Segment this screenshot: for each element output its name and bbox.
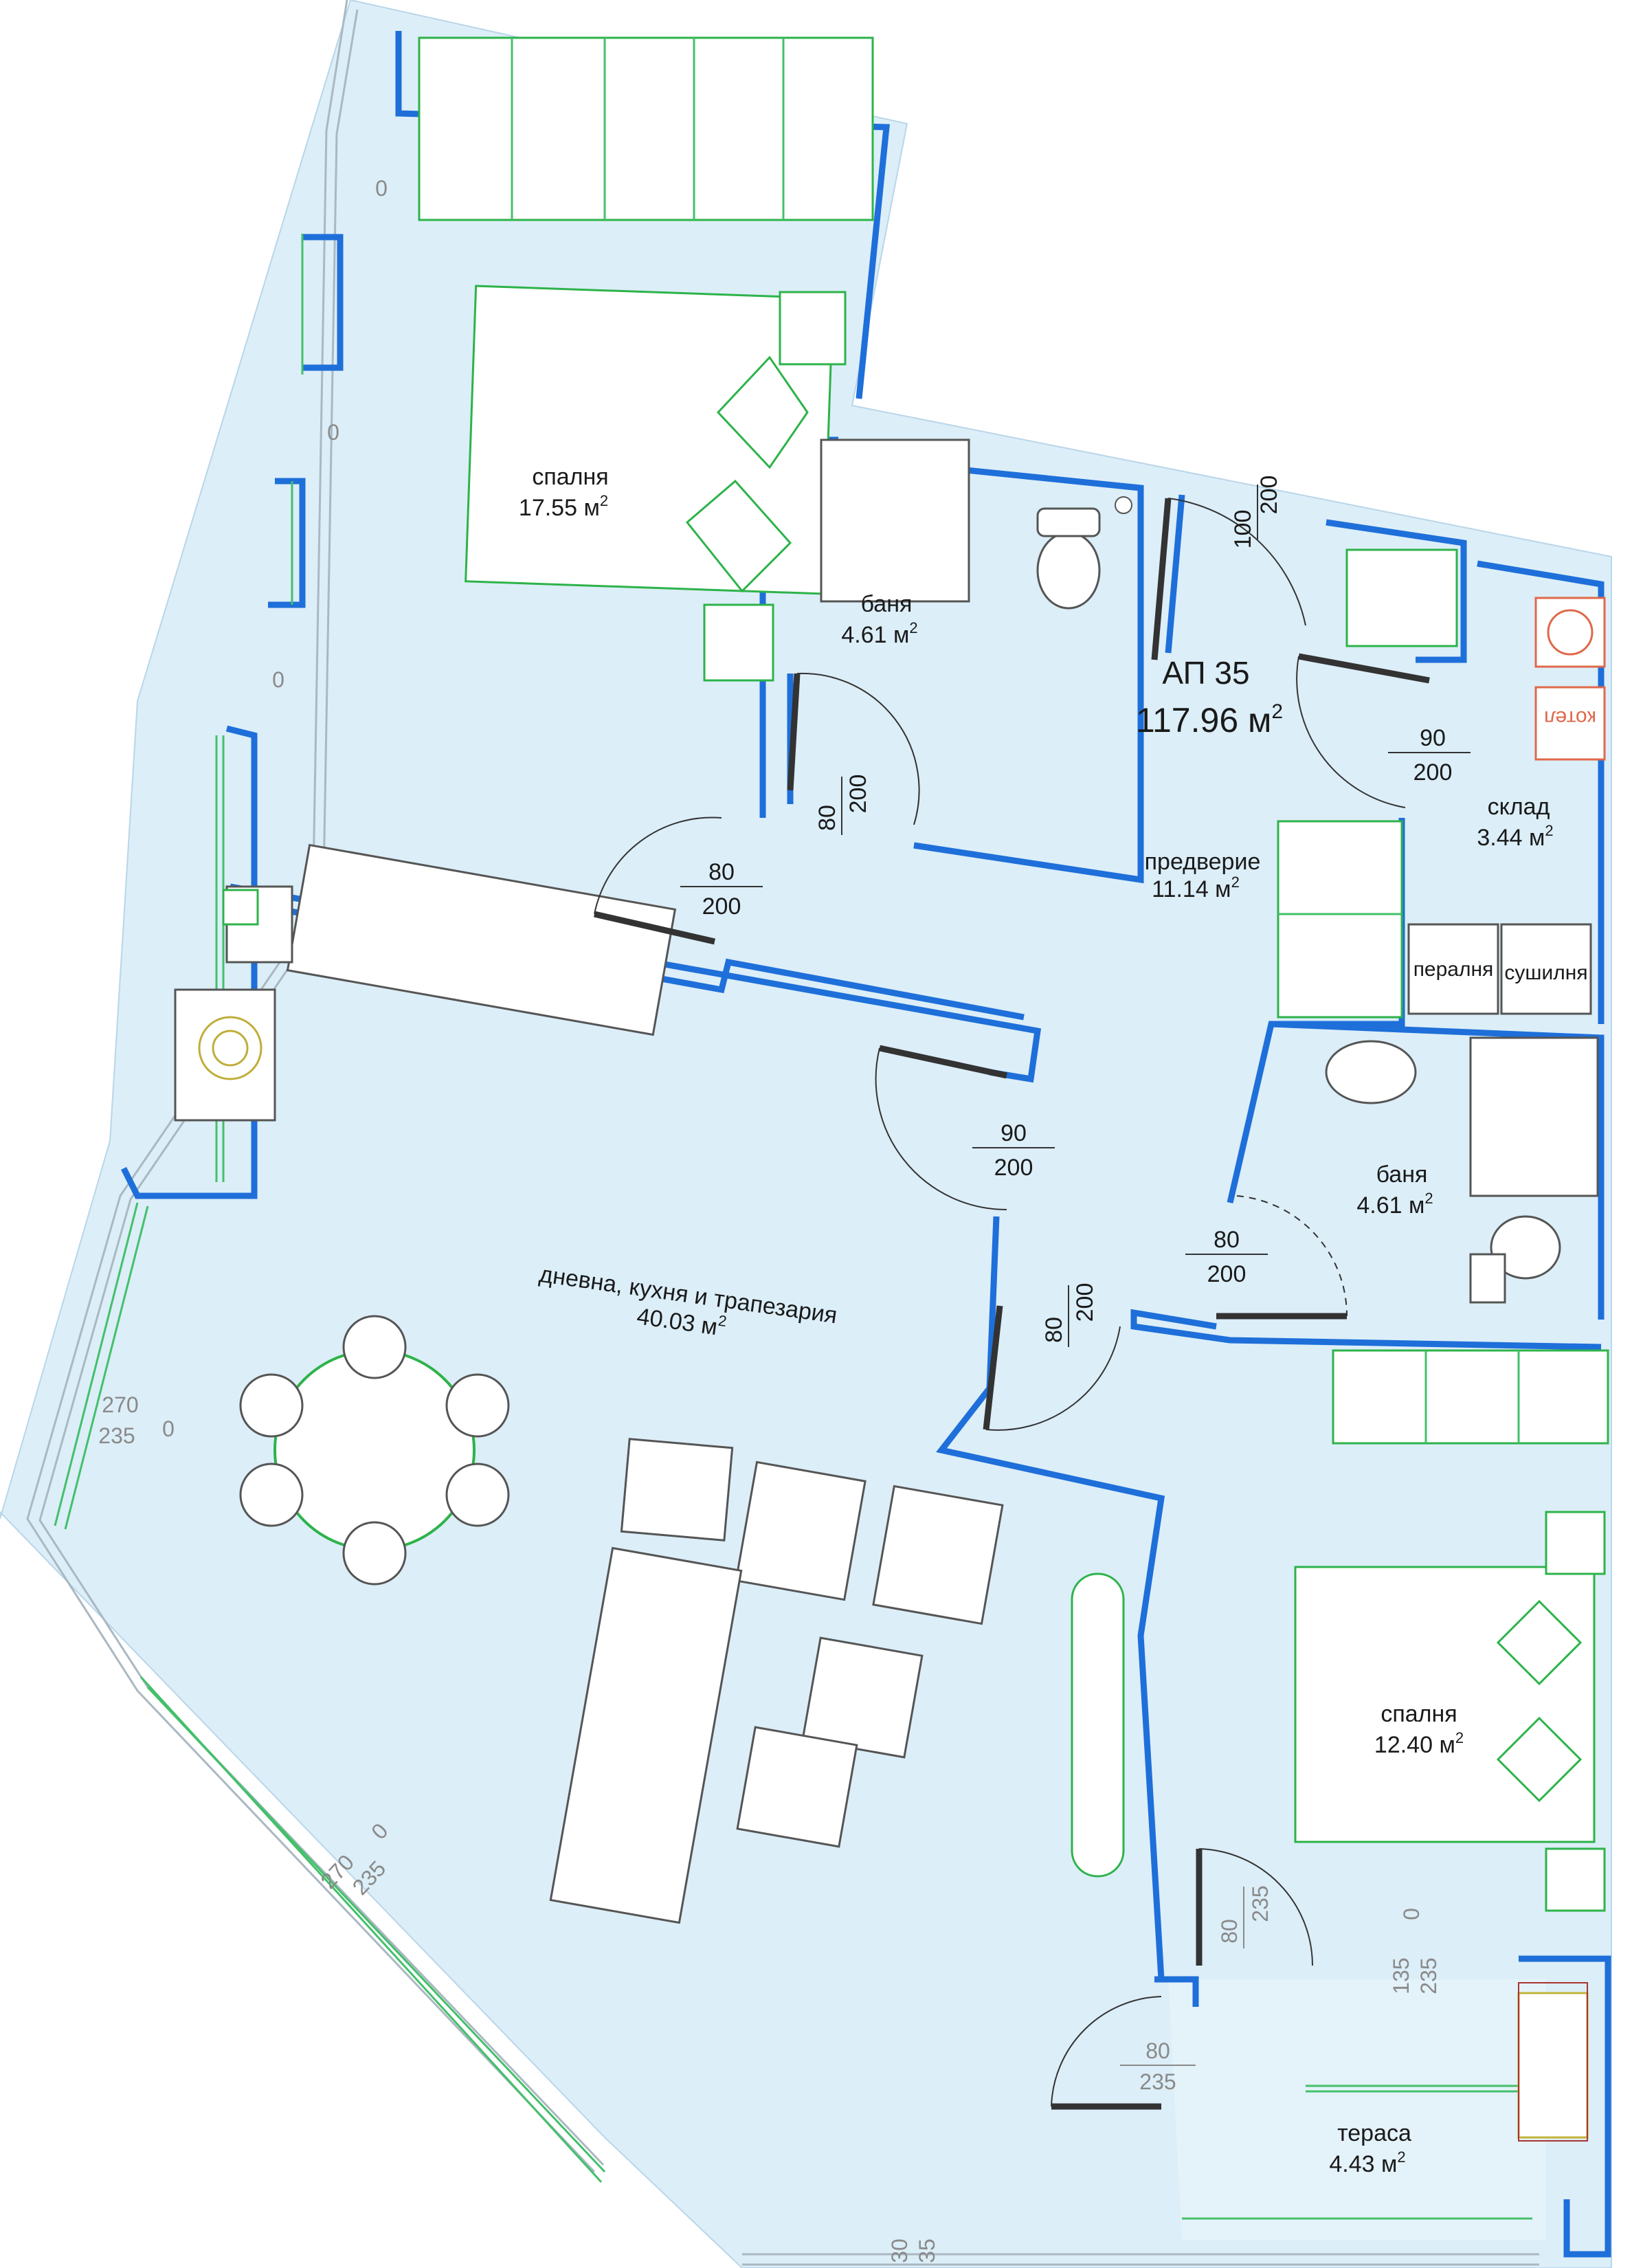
dim-living-terrace: 80 235: [1120, 2038, 1196, 2094]
bath1-area: 4.61 м2: [841, 619, 917, 648]
window-mark-3: 0: [272, 667, 284, 692]
boiler-label: котел: [1544, 707, 1596, 729]
svg-text:80: 80: [708, 859, 735, 885]
dim-entry: 100 200: [1230, 476, 1282, 549]
dryer-label: сушилня: [1504, 961, 1587, 984]
bath2-area: 4.61 м2: [1356, 1190, 1433, 1219]
terrace-fixture: [1517, 1982, 1589, 2142]
bedroom2-area: 12.40 м2: [1374, 1729, 1464, 1758]
svg-text:200: 200: [845, 775, 871, 814]
dim-storage: 90 200: [1388, 725, 1471, 786]
storage-area: 3.44 м2: [1477, 822, 1553, 851]
dryer-box: [1500, 923, 1592, 1015]
bedroom1-area: 17.55 м2: [519, 492, 608, 521]
svg-text:200: 200: [994, 1155, 1033, 1181]
svg-text:30: 30: [887, 2238, 912, 2263]
apartment-area: 117.96 м2: [1136, 700, 1283, 740]
svg-text:80: 80: [1145, 2038, 1170, 2063]
washer-label: пералня: [1413, 958, 1494, 981]
svg-text:270: 270: [102, 1392, 138, 1417]
washer-box: [1407, 923, 1499, 1015]
svg-text:90: 90: [1001, 1120, 1027, 1146]
bedroom1-name: спалня: [532, 464, 608, 490]
svg-text:80: 80: [1214, 1227, 1240, 1253]
dining-set: [239, 1315, 510, 1586]
hall-name: предверие: [1145, 849, 1261, 875]
svg-text:35: 35: [915, 2238, 939, 2263]
dim-bath2: 80 200: [1185, 1227, 1268, 1287]
svg-text:235: 235: [1248, 1885, 1273, 1922]
terrace-area: 4.43 м2: [1329, 2148, 1405, 2177]
bath2-name: баня: [1376, 1161, 1428, 1188]
wardrobe-1: [418, 36, 874, 221]
svg-text:80: 80: [1217, 1919, 1242, 1944]
apartment-name: АП 35: [1162, 655, 1249, 691]
bed-2: [1294, 1511, 1606, 1912]
svg-text:200: 200: [702, 893, 741, 920]
dim-bed1: 80 200: [680, 859, 763, 920]
dim-bed2-terrace: 80 235: [1217, 1885, 1273, 1948]
boiler-box: [1534, 686, 1606, 761]
bedroom2-name: спалня: [1381, 1701, 1457, 1727]
living-furniture: [549, 1438, 1125, 1924]
window-mark-2: 0: [327, 420, 339, 445]
svg-text:235: 235: [98, 1423, 135, 1448]
wardrobe-2: [1332, 1349, 1609, 1445]
bath-2-fixtures: [1325, 1036, 1599, 1304]
svg-text:235: 235: [1139, 2069, 1176, 2094]
storage-name: склад: [1488, 794, 1550, 820]
svg-text:0: 0: [1399, 1908, 1424, 1920]
svg-text:80: 80: [814, 805, 840, 831]
svg-text:200: 200: [1256, 476, 1282, 515]
dim-living: 90 200: [972, 1120, 1055, 1181]
terrace-name: тераса: [1337, 2120, 1411, 2146]
kitchen-counter: [174, 843, 677, 1122]
dim-window-west: 270 235 0: [98, 1392, 175, 1448]
bath-1-fixtures: [820, 438, 1132, 610]
storage-fixtures: [1277, 548, 1606, 1019]
svg-text:235: 235: [1416, 1957, 1441, 1994]
hall-area: 11.14 м2: [1152, 874, 1240, 902]
exterior-frame: [26, 0, 1539, 2266]
bath1-name: баня: [861, 591, 913, 617]
dim-window-terrace: 135 235 0: [1389, 1908, 1441, 1994]
svg-text:100: 100: [1230, 510, 1256, 549]
svg-text:90: 90: [1420, 725, 1446, 751]
bed-1: [465, 285, 847, 682]
doors: [593, 498, 1430, 2110]
dim-bath1: 80 200: [814, 775, 871, 835]
svg-text:80: 80: [1041, 1317, 1067, 1343]
svg-text:0: 0: [162, 1416, 175, 1441]
svg-text:200: 200: [1413, 759, 1453, 786]
dim-bed2: 80 200: [1041, 1283, 1098, 1347]
dim-window-bottom: 30 35: [887, 2238, 939, 2263]
window-mark-1: 0: [375, 176, 388, 201]
svg-text:135: 135: [1389, 1957, 1413, 1994]
svg-text:200: 200: [1072, 1283, 1098, 1322]
door-dimensions: 100 200 90 200 80 200 80 200 90 200 80 2…: [680, 476, 1471, 2094]
svg-text:200: 200: [1207, 1261, 1247, 1287]
